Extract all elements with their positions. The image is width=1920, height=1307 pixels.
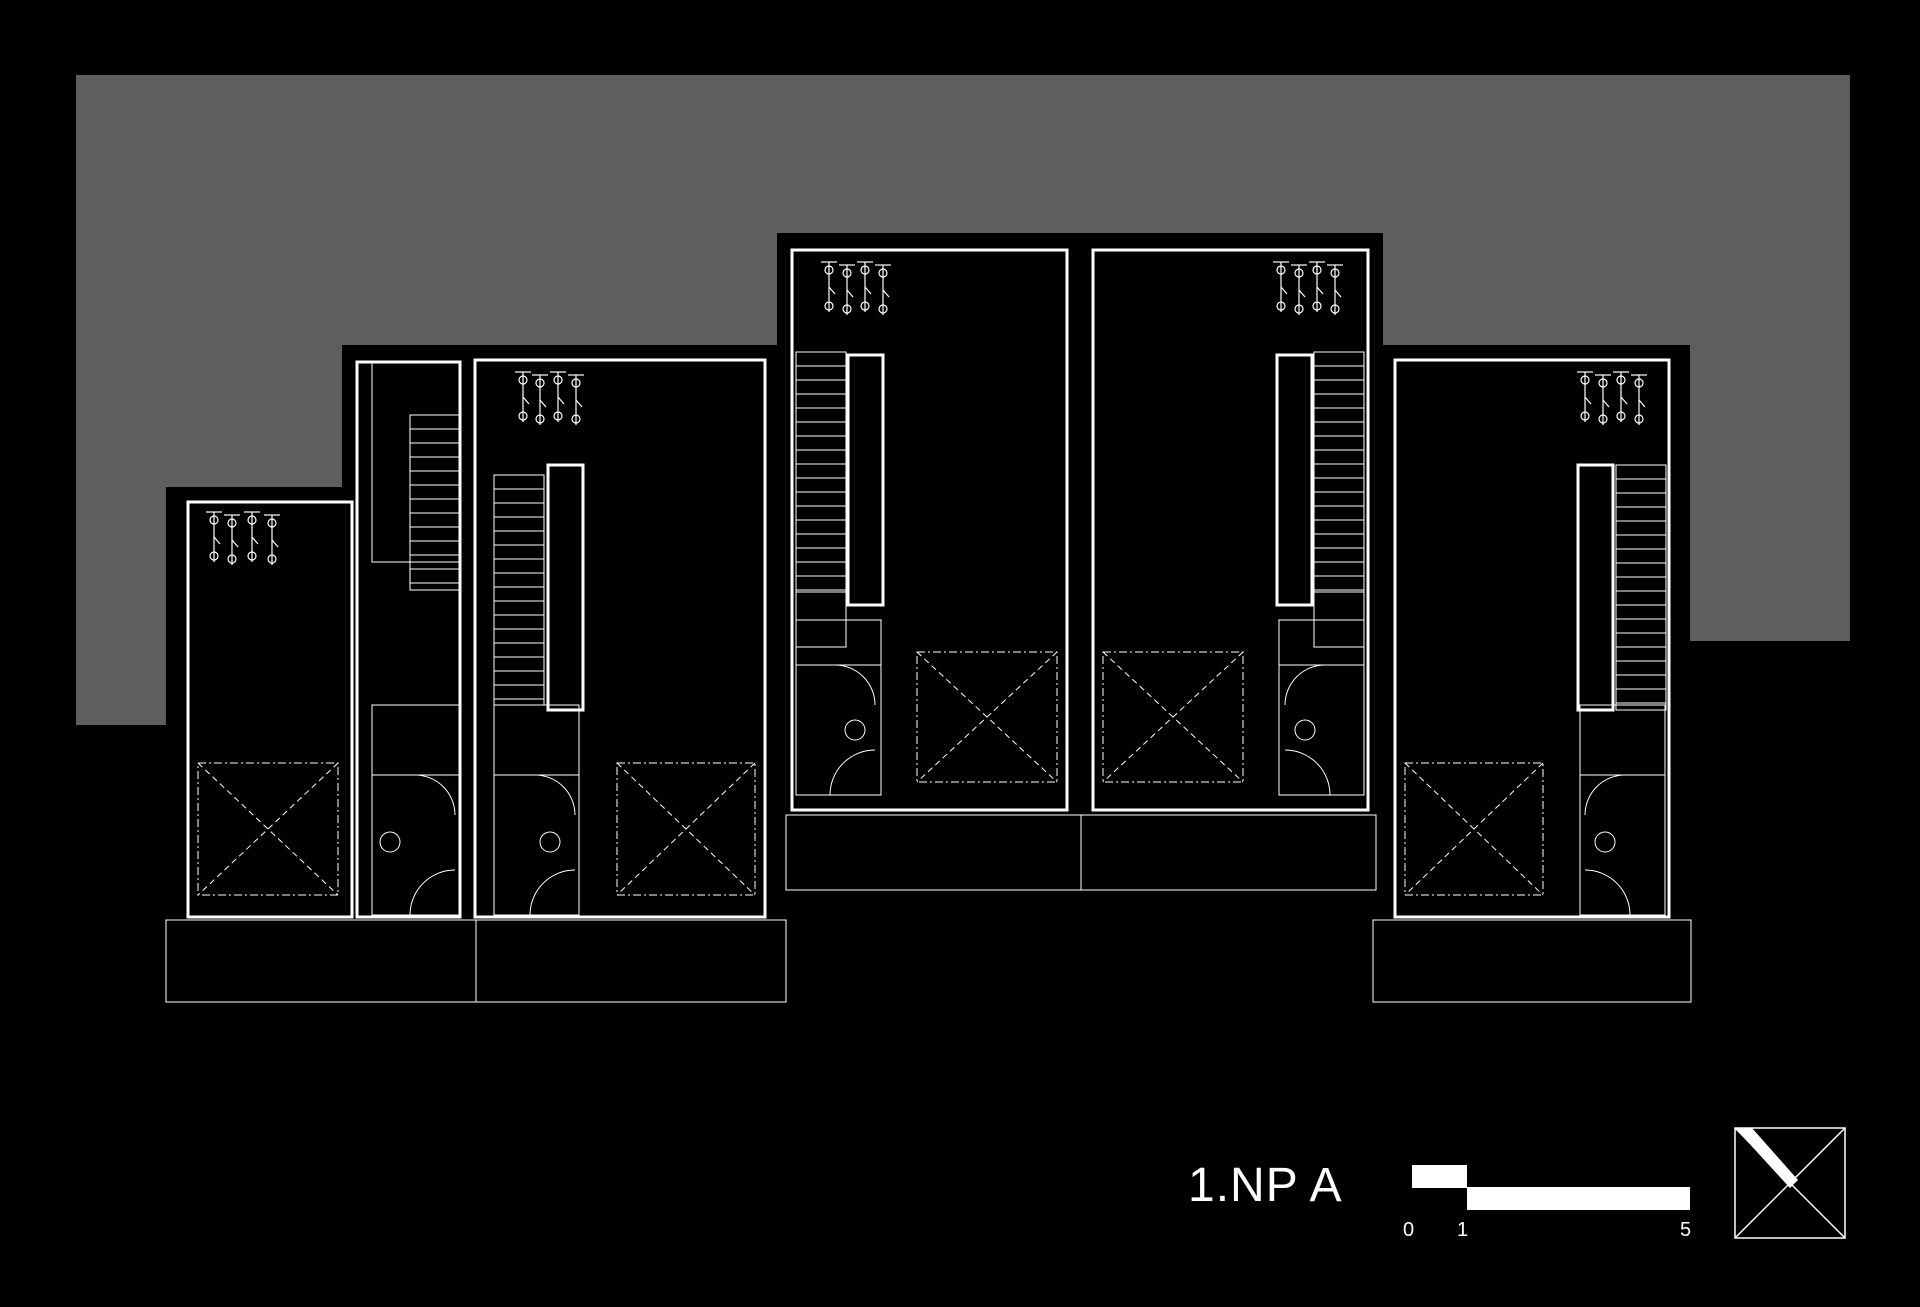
bicycle-icon [875, 264, 891, 315]
bicycle-icon [1631, 374, 1647, 425]
bicycle-icon [1273, 261, 1289, 312]
bicycle-icon [244, 511, 260, 562]
scale-tick-0: 0 [1403, 1219, 1415, 1241]
bicycle-icon [857, 261, 873, 312]
bicycle-icon [821, 261, 837, 312]
bicycle-icon [568, 374, 584, 425]
front-apron-right [1372, 919, 1692, 1003]
scale-tick-5: 5 [1680, 1219, 1692, 1241]
building-footprint [166, 233, 1690, 1003]
bicycle-icon [206, 511, 222, 562]
drawing-title: 1.NP A [1188, 1159, 1343, 1212]
staircases [409, 351, 1667, 706]
scale-bar [1412, 1165, 1690, 1210]
north-arrow-icon [1734, 1127, 1846, 1239]
bicycle-icon [1595, 374, 1611, 425]
stair-unit-2 [493, 474, 545, 706]
scale-tick-1: 1 [1457, 1219, 1469, 1241]
bicycle-icon [1309, 261, 1325, 312]
bicycle-icon [550, 371, 566, 422]
bicycle-icon [1327, 264, 1343, 315]
bicycle-icon [264, 514, 280, 565]
bicycle-icon [1613, 371, 1629, 422]
bicycle-icon [532, 374, 548, 425]
bicycle-icon [1291, 264, 1307, 315]
stair-unit-5 [1615, 464, 1667, 706]
bicycle-racks [206, 261, 1647, 565]
bicycle-icon [839, 264, 855, 315]
bicycle-icon [224, 514, 240, 565]
stair-unit-3 [795, 351, 847, 593]
bicycle-icon [515, 371, 531, 422]
unit-5 [1393, 358, 1671, 919]
stair-unit-4 [1313, 351, 1365, 593]
stair-unit-1 [409, 414, 461, 591]
bicycle-icon [1577, 371, 1593, 422]
